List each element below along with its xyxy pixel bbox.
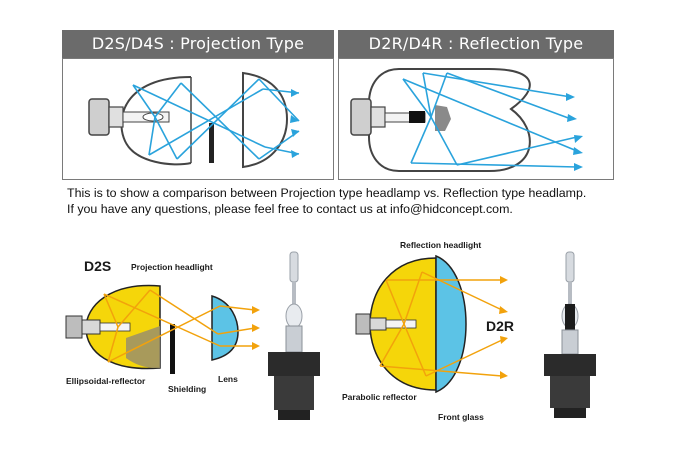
projection-type-diagram [88,71,300,169]
projection-panel-title: D2S/D4S : Projection Type [62,30,334,58]
reflection-headlight-label: Reflection headlight [400,240,482,250]
projection-headlight-illustration [65,284,260,374]
d2r-bulb-image [544,251,596,418]
reflection-panel-title: D2R/D4R : Reflection Type [338,30,614,58]
d2s-model-label: D2S [84,258,112,274]
caption-line-2: If you have any questions, please feel f… [67,202,513,216]
reflection-diagram-box [338,58,614,180]
lens-label: Lens [218,374,238,384]
d2r-model-label: D2R [486,318,515,334]
ellipsoidal-reflector-label: Ellipsoidal-reflector [66,376,146,386]
front-glass-label: Front glass [438,412,484,422]
d2s-bulb-image [268,251,320,420]
parabolic-reflector-label: Parabolic reflector [342,392,417,402]
caption-line-1: This is to show a comparison between Pro… [67,186,587,200]
reflection-type-diagram [350,68,583,172]
projection-diagram-box [62,58,334,180]
projection-headlight-label: Projection headlight [131,262,213,272]
reflection-headlight-illustration [355,254,508,394]
shielding-label: Shielding [168,384,207,394]
